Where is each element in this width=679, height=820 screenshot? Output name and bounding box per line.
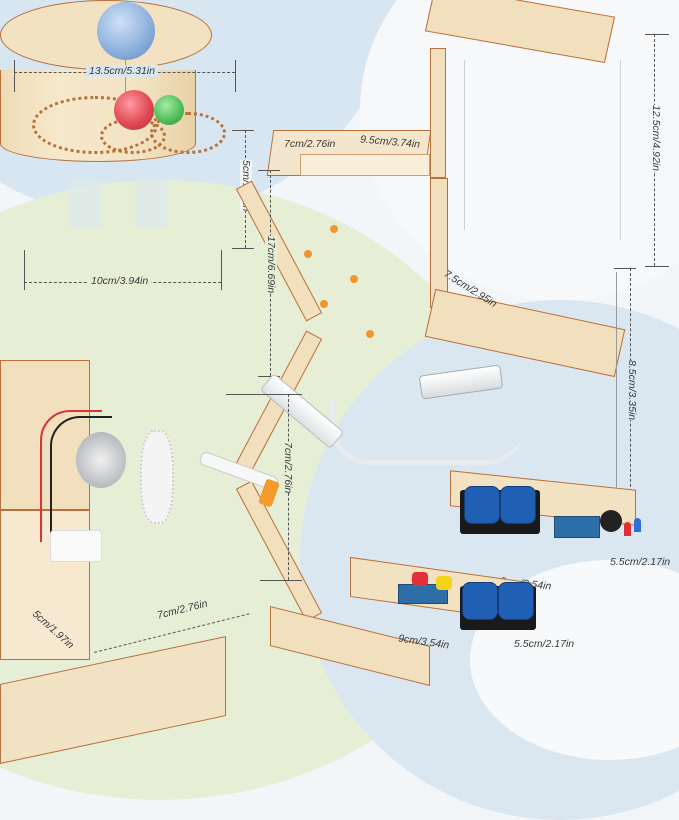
led-blue-icon bbox=[634, 518, 641, 532]
red-button-icon bbox=[412, 572, 428, 586]
orrery-base-window-right bbox=[135, 180, 167, 228]
orrery-model: 13.5cm/5.31in 10cm/3.94in 5cm/1.97in bbox=[0, 0, 280, 300]
peg-icon bbox=[304, 250, 312, 258]
orrery-base-window-left bbox=[70, 180, 102, 228]
generator-height-label: 7cm/2.76in bbox=[282, 442, 294, 494]
orrery-base-width-label: 10cm/3.94in bbox=[88, 275, 152, 287]
button-switch-circuit-model: 9cm/3.54in 5.5cm/2.17in bbox=[350, 556, 590, 679]
hose-tube bbox=[330, 400, 525, 465]
generator-led-holder bbox=[50, 530, 102, 562]
blue-planet-ball bbox=[97, 2, 155, 60]
yellow-button-icon bbox=[436, 576, 452, 590]
red-planet-ball bbox=[114, 90, 154, 130]
circuit-height-marker-label: 8.5cm/3.35in bbox=[626, 360, 638, 421]
orrery-top-width-label: 13.5cm/5.31in bbox=[86, 65, 158, 77]
generator-wire-black bbox=[50, 416, 112, 538]
lift-tray-inner bbox=[300, 154, 430, 176]
battery-icon bbox=[498, 582, 534, 620]
battery-icon bbox=[500, 486, 536, 524]
lift-height-label: 17cm/6.69in bbox=[265, 236, 277, 294]
led-red-icon bbox=[624, 522, 631, 536]
orrery-gear-right bbox=[150, 112, 226, 154]
peg-icon bbox=[350, 275, 358, 283]
hand-crank-generator-model: 7cm/2.76in 5cm/1.97in 7cm/2.76in bbox=[0, 360, 320, 765]
green-planet-ball bbox=[154, 95, 184, 125]
tensegrity-leg bbox=[430, 178, 448, 308]
battery-icon bbox=[464, 486, 500, 524]
buzzer-icon bbox=[600, 510, 622, 532]
switch-circuit-depth-label: 5.5cm/2.17in bbox=[514, 638, 575, 650]
battery-icon bbox=[462, 582, 498, 620]
generator-wire-red bbox=[40, 410, 102, 542]
tensegrity-height-label: 12.5cm/4.92in bbox=[650, 105, 662, 171]
lift-depth-label: 7cm/2.76in bbox=[284, 138, 336, 150]
peg-icon bbox=[366, 330, 374, 338]
generator-gear bbox=[140, 430, 174, 524]
generator-width-label: 7cm/2.76in bbox=[156, 597, 209, 622]
sensor-alarm-circuit-model: 9cm/3.54in 5.5cm/2.17in bbox=[450, 470, 679, 600]
orrery-rod bbox=[125, 58, 126, 98]
circuit-sensor-wire bbox=[616, 272, 617, 520]
tensegrity-top-plate bbox=[424, 0, 616, 63]
tensegrity-leg bbox=[430, 48, 446, 178]
sensor-pcb bbox=[554, 516, 600, 538]
tensegrity-string bbox=[464, 60, 465, 230]
switch-circuit-width-label: 9cm/3.54in bbox=[397, 632, 450, 652]
tensegrity-model: 12.5cm/4.92in 7.5cm/2.95in bbox=[424, 0, 679, 378]
tensegrity-string bbox=[620, 60, 621, 240]
peg-icon bbox=[330, 225, 338, 233]
scissor-lift-model: 7cm/2.76in 9.5cm/3.74in bbox=[235, 130, 504, 686]
sensor-circuit-depth-label: 5.5cm/2.17in bbox=[610, 556, 671, 568]
peg-icon bbox=[320, 300, 328, 308]
